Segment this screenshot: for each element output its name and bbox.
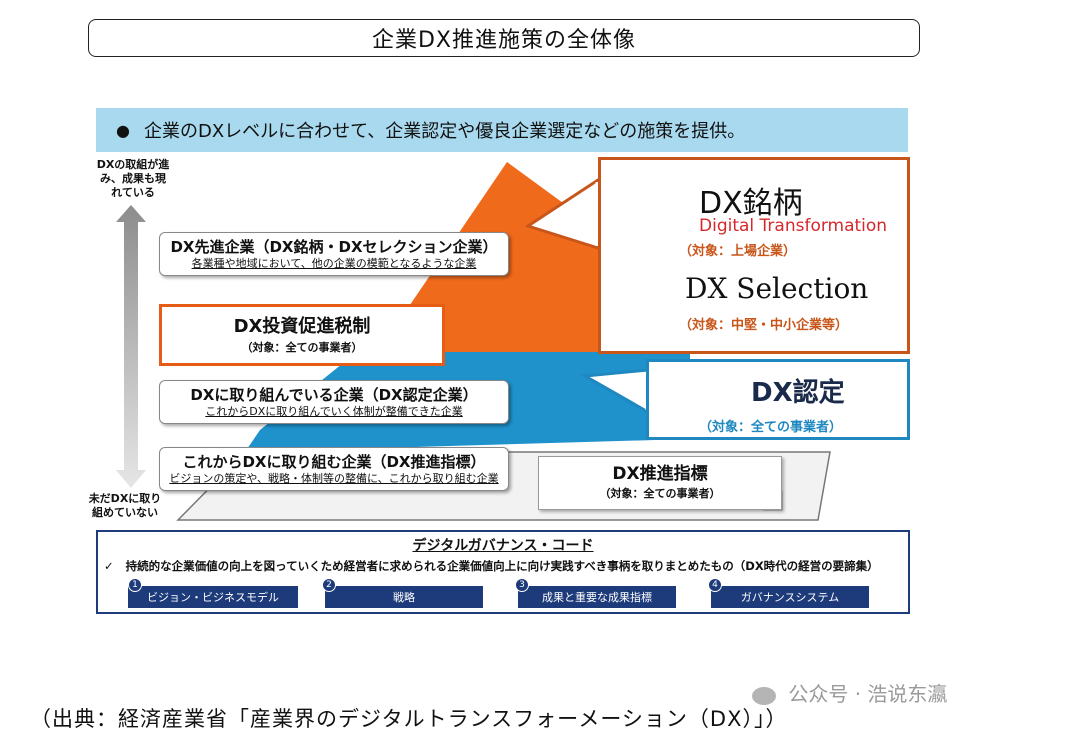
level-advanced-sub: 各業種や地域において、他の企業の模範となるような企業 — [191, 257, 477, 270]
dx-meigara-callout: DX銘柄 Digital Transformation （対象：上場企業） DX… — [598, 157, 910, 354]
dx-selection-target: （対象：中堅・中小企業等） — [679, 318, 849, 333]
level-advanced: DX先進企業（DX銘柄・DXセレクション企業） 各業種や地域において、他の企業の… — [159, 232, 509, 276]
dx-shihyo-sub: （対象：全ての事業者） — [599, 487, 721, 500]
governance-pillar-2: 戦略 — [325, 586, 483, 608]
axis-top-label: DXの取組が進み、成果も現れている — [96, 158, 170, 199]
page-title-text: 企業DX推進施策の全体像 — [371, 28, 636, 53]
tax-system-box: DX投資促進税制 （対象：全ての事業者） — [159, 304, 445, 366]
level-starting-title: これからDXに取り組む企業（DX推進指標） — [182, 453, 486, 471]
governance-pillar-3-number: 3 — [515, 578, 529, 592]
axis-bottom-label: 未だDXに取り組めていない — [88, 492, 162, 519]
summary-banner: ● 企業のDXレベルに合わせて、企業認定や優良企業選定などの施策を提供。 — [96, 108, 908, 152]
bullet-icon: ● — [116, 120, 130, 140]
governance-code-desc: ✓ 持続的な企業価値の向上を図っていくため経営者に求められる企業価値向上に向け実… — [104, 558, 879, 574]
dx-nintei-name: DX認定 — [751, 378, 845, 408]
governance-pillar-2-number: 2 — [322, 578, 336, 592]
check-icon: ✓ — [104, 559, 114, 573]
dx-nintei-target: （対象：全ての事業者） — [699, 420, 843, 435]
dx-selection-name: DX Selection — [685, 272, 869, 305]
level-starting: これからDXに取り組む企業（DX推進指標） ビジョンの策定や、戦略・体制等の整備… — [159, 447, 509, 491]
governance-code-title: デジタルガバナンス・コード — [412, 538, 594, 554]
level-starting-sub: ビジョンの策定や、戦略・体制等の整備に、これから取り組む企業 — [169, 472, 499, 485]
watermark: 公众号 · 浩说东瀛 — [752, 678, 947, 707]
governance-code-desc-text: 持続的な企業価値の向上を図っていくため経営者に求められる企業価値向上に向け実践す… — [125, 559, 879, 573]
dx-meigara-english: Digital Transformation — [699, 216, 888, 236]
source-citation: （出典：経済産業省「産業界のデジタルトランスフォーメーション（DX）」） — [30, 707, 788, 731]
governance-pillar-3-label: 成果と重要な成果指標 — [542, 591, 652, 604]
dx-meigara-name: DX銘柄 — [699, 186, 803, 221]
dx-shihyo-box: DX推進指標 （対象：全ての事業者） — [538, 456, 782, 510]
level-certified-title: DXに取り組んでいる企業（DX認定企業） — [190, 386, 478, 404]
watermark-text: 公众号 · 浩说东瀛 — [788, 682, 948, 706]
banner-text: 企業のDXレベルに合わせて、企業認定や優良企業選定などの施策を提供。 — [143, 121, 746, 142]
wechat-icon — [752, 686, 776, 705]
dx-nintei-callout: DX認定 （対象：全ての事業者） — [646, 359, 910, 440]
governance-pillar-3: 成果と重要な成果指標 — [518, 586, 676, 608]
governance-pillar-2-label: 戦略 — [393, 591, 415, 604]
governance-pillar-4: ガバナンスシステム — [711, 586, 869, 608]
progress-arrow — [116, 205, 146, 488]
level-certified-sub: これからDXに取り組んでいく体制が整備できた企業 — [205, 405, 463, 418]
governance-pillar-1-label: ビジョン・ビジネスモデル — [147, 591, 279, 604]
governance-code-box: デジタルガバナンス・コード ✓ 持続的な企業価値の向上を図っていくため経営者に求… — [96, 530, 910, 614]
level-certified: DXに取り組んでいる企業（DX認定企業） これからDXに取り組んでいく体制が整備… — [159, 380, 509, 424]
dx-shihyo-title: DX推進指標 — [612, 464, 708, 484]
tax-sub: （対象：全ての事業者） — [241, 341, 363, 354]
governance-pillar-1-number: 1 — [128, 578, 142, 592]
governance-pillar-4-number: 4 — [708, 578, 722, 592]
governance-pillar-1: ビジョン・ビジネスモデル — [128, 586, 298, 608]
dx-meigara-target: （対象：上場企業） — [679, 244, 797, 259]
governance-pillar-4-label: ガバナンスシステム — [740, 591, 840, 604]
level-advanced-title: DX先進企業（DX銘柄・DXセレクション企業） — [170, 238, 498, 256]
page-title: 企業DX推進施策の全体像 — [88, 19, 920, 57]
tax-title: DX投資促進税制 — [233, 316, 371, 337]
